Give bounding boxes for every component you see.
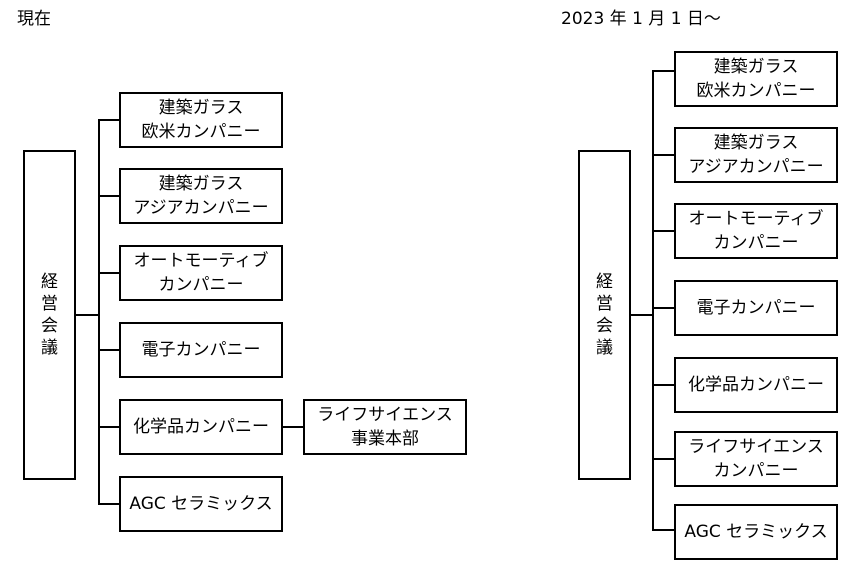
left-spine <box>98 119 100 505</box>
right-unit-electronics: 電子カンパニー <box>674 280 838 336</box>
left-branch-6 <box>98 503 120 505</box>
right-branch-3 <box>652 230 675 232</box>
left-branch-1 <box>98 119 120 121</box>
left-branch-3 <box>98 272 120 274</box>
right-board-char-1: 経 <box>596 272 613 292</box>
left-unit-chemicals: 化学品カンパニー <box>119 399 283 455</box>
left-board-char-2: 営 <box>41 294 58 314</box>
left-board-char-3: 会 <box>41 316 58 336</box>
left-unit-architectural-glass-europe-americas: 建築ガラス 欧米カンパニー <box>119 92 283 148</box>
right-branch-2 <box>652 154 675 156</box>
left-unit-architectural-glass-asia: 建築ガラス アジアカンパニー <box>119 168 283 224</box>
right-board-char-2: 営 <box>596 294 613 314</box>
left-branch-5 <box>98 426 120 428</box>
right-unit-agc-ceramics: AGC セラミックス <box>674 504 838 560</box>
right-spine <box>652 70 654 530</box>
left-unit-electronics: 電子カンパニー <box>119 322 283 378</box>
right-board-box: 経 営 会 議 <box>578 150 631 480</box>
right-board-char-4: 議 <box>596 338 613 358</box>
left-root-connector <box>76 314 99 316</box>
left-board-char-4: 議 <box>41 338 58 358</box>
left-board-box: 経 営 会 議 <box>23 150 76 480</box>
right-branch-4 <box>652 307 675 309</box>
right-unit-architectural-glass-asia: 建築ガラス アジアカンパニー <box>674 127 838 183</box>
right-unit-architectural-glass-europe-americas: 建築ガラス 欧米カンパニー <box>674 51 838 107</box>
left-branch-4 <box>98 349 120 351</box>
right-unit-automotive: オートモーティブ カンパニー <box>674 203 838 259</box>
right-board-char-3: 会 <box>596 316 613 336</box>
left-sub-unit-life-science: ライフサイエンス 事業本部 <box>303 399 467 455</box>
new-structure-heading: 2023 年 1 月 1 日～ <box>561 9 721 29</box>
right-unit-chemicals: 化学品カンパニー <box>674 357 838 413</box>
right-branch-5 <box>652 384 675 386</box>
right-branch-6 <box>652 458 675 460</box>
right-branch-1 <box>652 70 675 72</box>
left-branch-2 <box>98 195 120 197</box>
right-root-connector <box>631 314 653 316</box>
current-heading: 現在 <box>17 9 51 29</box>
right-branch-7 <box>652 529 675 531</box>
left-unit-agc-ceramics: AGC セラミックス <box>119 476 283 532</box>
left-unit-automotive: オートモーティブ カンパニー <box>119 245 283 301</box>
right-unit-life-science: ライフサイエンス カンパニー <box>674 431 838 487</box>
left-board-char-1: 経 <box>41 272 58 292</box>
left-sub-connector <box>283 426 304 428</box>
